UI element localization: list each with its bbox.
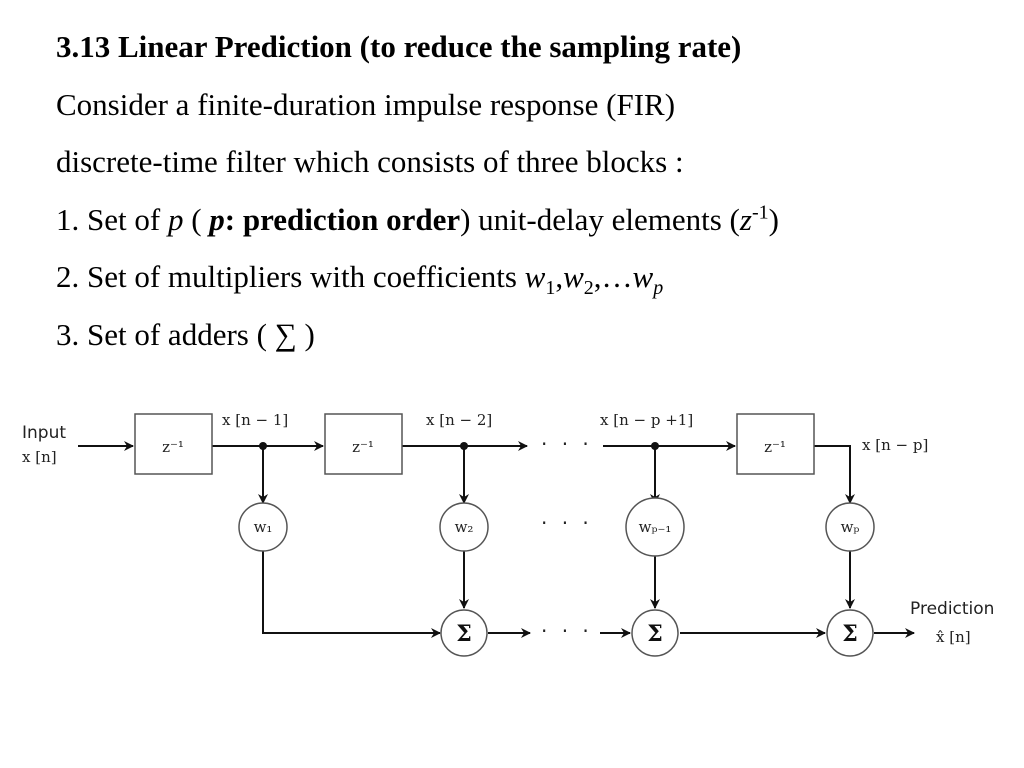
input-label: Input xyxy=(22,423,66,443)
adder-3 xyxy=(826,609,874,657)
ellipsis-bottom: · · · xyxy=(541,619,593,643)
delay-box-1 xyxy=(134,413,213,475)
weight-label-2: w₂ xyxy=(455,518,474,536)
item1-z: z xyxy=(739,201,752,237)
adder-symbol-3: Σ xyxy=(842,621,858,647)
item2-s1: 1 xyxy=(545,277,556,300)
item2-s2: 2 xyxy=(583,277,594,300)
item3-end: ) xyxy=(296,316,315,352)
item1-p: p xyxy=(167,201,184,237)
sigma-symbol: ∑ xyxy=(274,316,297,352)
intro-line-2: discrete-time filter which consists of t… xyxy=(56,144,684,179)
item2-sp: p xyxy=(653,277,664,300)
delay-label-1: z⁻¹ xyxy=(162,438,184,456)
output-label: Prediction xyxy=(910,599,994,619)
multiplier-wp xyxy=(825,502,875,552)
item1-close: ) unit-delay elements ( xyxy=(460,201,740,237)
weight-label-4: wₚ xyxy=(841,518,860,536)
ellipsis-middle: · · · xyxy=(541,511,593,535)
item3-prefix: 3. Set of adders ( xyxy=(56,316,275,352)
ellipsis-top: · · · xyxy=(541,432,593,456)
adder-1 xyxy=(440,609,488,657)
item1-prefix: 1. Set of xyxy=(56,201,168,237)
junction-1 xyxy=(259,442,267,450)
w1-to-adder xyxy=(262,551,441,638)
list-item-2: 2. Set of multipliers with coefficients … xyxy=(56,248,1016,306)
tap-label-3: x [n − p +1] xyxy=(600,411,693,429)
multiplier-w1 xyxy=(238,502,288,552)
fir-predictor-diagram: Input x [n] z⁻¹ z⁻¹ z⁻¹ x [n − 1] x [n −… xyxy=(22,411,994,657)
delay-label-2: z⁻¹ xyxy=(352,438,374,456)
item2-prefix: 2. Set of multipliers with coefficients xyxy=(56,259,525,294)
slide-text: 3.13 Linear Prediction (to reduce the sa… xyxy=(56,18,1016,363)
item1-open: ( xyxy=(183,201,210,237)
delay-label-3: z⁻¹ xyxy=(764,438,786,456)
intro-line-1: Consider a finite-duration impulse respo… xyxy=(56,86,676,122)
delay-box-2 xyxy=(324,413,403,475)
item2-wp: w xyxy=(632,259,654,294)
input-signal: x [n] xyxy=(22,448,57,466)
item1-exp: -1 xyxy=(751,201,769,224)
junction-2 xyxy=(460,442,468,450)
item2-comma: , xyxy=(555,259,564,294)
slide-title: 3.13 Linear Prediction (to reduce the sa… xyxy=(56,29,742,64)
adder-symbol-2: Σ xyxy=(647,621,663,647)
tap-label-4: x [n − p] xyxy=(862,436,928,454)
weight-label-1: w₁ xyxy=(254,518,273,536)
item2-w2: w xyxy=(563,259,584,294)
item2-w1: w xyxy=(524,259,546,294)
item2-mid: ,… xyxy=(593,259,633,294)
junction-3 xyxy=(651,442,659,450)
item1-bold-text: : prediction order xyxy=(224,201,461,237)
tap-label-1: x [n − 1] xyxy=(222,411,288,429)
delay3-out xyxy=(814,445,855,504)
item1-end: ) xyxy=(768,201,779,237)
adder-symbol-1: Σ xyxy=(456,621,472,647)
tap-label-2: x [n − 2] xyxy=(426,411,492,429)
multiplier-w2 xyxy=(439,502,489,552)
list-item-1: 1. Set of p ( p: prediction order) unit-… xyxy=(56,191,1016,249)
list-item-3: 3. Set of adders ( ∑ ) xyxy=(56,306,1016,364)
weight-label-3: wₚ₋₁ xyxy=(639,518,672,536)
delay-box-3 xyxy=(736,413,815,475)
multiplier-wp-1 xyxy=(625,497,685,557)
adder-2 xyxy=(631,609,679,657)
item1-p-bold: p xyxy=(209,201,225,237)
output-signal: x̂ [n] xyxy=(936,628,971,646)
